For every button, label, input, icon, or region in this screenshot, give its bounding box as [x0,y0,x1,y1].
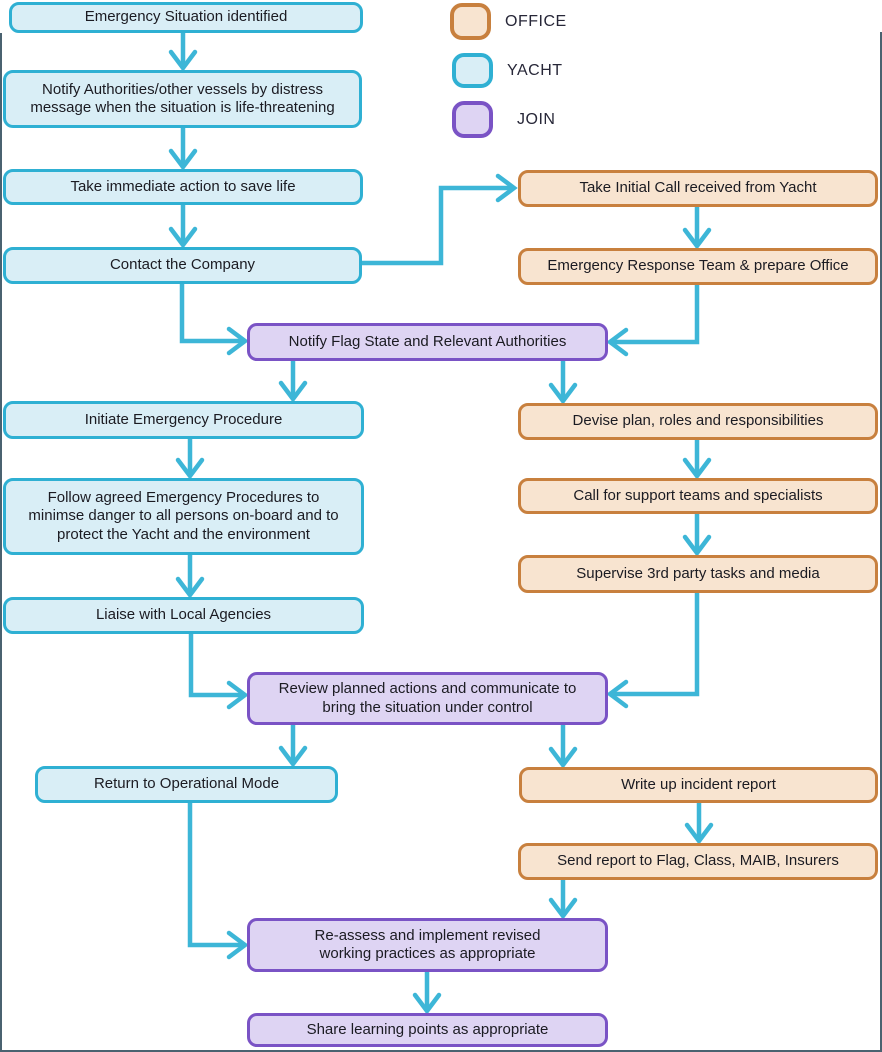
arrowhead-down-icon [278,380,308,403]
legend-item-join: JOIN [452,101,555,138]
node-response-team: Emergency Response Team & prepare Office [518,248,878,285]
arrow-contact-to-initialcall [359,185,513,266]
node-label: Emergency Situation identified [84,8,288,26]
node-label: Devise plan, roles and responsibilities [572,412,824,430]
arrowhead-right-icon [495,173,518,203]
arrowhead-down-icon [168,226,198,249]
arrowhead-down-icon [412,992,442,1015]
arrow-return-to-reassess [187,800,244,948]
office-swatch-icon [450,3,491,40]
arrow-liaise-to-review [188,631,244,698]
arrowhead-down-icon [682,457,712,480]
node-label: Call for support teams and specialists [573,486,823,504]
node-label: Notify Flag State and Relevant Authoriti… [288,332,567,350]
node-notify-authorities: Notify Authorities/other vessels by dist… [3,70,362,128]
node-devise-plan: Devise plan, roles and responsibilities [518,403,878,440]
node-emergency-identified: Emergency Situation identified [9,2,363,33]
arrow-team-to-notifyflag [611,282,700,345]
arrowhead-left-icon [606,679,629,709]
node-immediate-action: Take immediate action to save life [3,169,363,205]
yacht-swatch-icon [452,53,493,88]
arrowhead-right-icon [226,680,249,710]
arrowhead-left-icon [606,327,629,357]
node-label: Review planned actions and communicate t… [278,680,577,716]
node-initiate-procedure: Initiate Emergency Procedure [3,401,364,439]
node-label: Take Initial Call received from Yacht [579,179,817,197]
node-label: Supervise 3rd party tasks and media [576,564,820,582]
legend-item-office: OFFICE [450,3,567,40]
legend-label: OFFICE [505,12,567,30]
arrowhead-down-icon [684,822,714,845]
node-label: Liaise with Local Agencies [95,606,272,624]
arrowhead-down-icon [548,382,578,405]
legend-label: YACHT [507,61,563,79]
arrowhead-down-icon [682,534,712,557]
node-notify-flag: Notify Flag State and Relevant Authoriti… [247,323,608,361]
node-label: Re-assess and implement revised working … [314,926,541,962]
node-follow-procedures: Follow agreed Emergency Procedures to mi… [3,478,364,555]
arrowhead-down-icon [168,49,198,72]
arrow-contact-to-notifyflag [179,281,244,344]
arrowhead-right-icon [226,930,249,960]
arrowhead-down-icon [548,897,578,920]
arrowhead-right-icon [226,326,249,356]
arrowhead-down-icon [682,227,712,250]
node-label: Write up incident report [621,775,776,793]
arrowhead-down-icon [175,457,205,480]
node-share-learning: Share learning points as appropriate [247,1013,608,1047]
page-frame [0,32,882,1052]
arrowhead-down-icon [548,746,578,769]
node-label: Send report to Flag, Class, MAIB, Insure… [557,852,839,870]
node-reassess: Re-assess and implement revised working … [247,918,608,972]
node-label: Contact the Company [109,256,256,274]
arrowhead-down-icon [168,148,198,171]
node-label: Emergency Response Team & prepare Office [547,257,849,275]
join-swatch-icon [452,101,493,138]
node-label: Return to Operational Mode [93,775,280,793]
arrowhead-down-icon [175,576,205,599]
node-contact-company: Contact the Company [3,247,362,284]
node-label: Notify Authorities/other vessels by dist… [30,80,335,116]
node-initial-call: Take Initial Call received from Yacht [518,170,878,207]
node-review-actions: Review planned actions and communicate t… [247,672,608,725]
arrowhead-down-icon [278,745,308,768]
node-write-report: Write up incident report [519,767,878,803]
node-label: Take immediate action to save life [70,177,296,195]
legend-item-yacht: YACHT [452,53,563,88]
legend-label: JOIN [517,110,556,128]
node-liaise-agencies: Liaise with Local Agencies [3,597,364,634]
arrow-supervise-to-review [611,590,700,697]
node-send-report: Send report to Flag, Class, MAIB, Insure… [518,843,878,880]
node-label: Follow agreed Emergency Procedures to mi… [28,489,339,543]
node-supervise-third-party: Supervise 3rd party tasks and media [518,555,878,593]
node-label: Share learning points as appropriate [306,1020,549,1038]
node-label: Initiate Emergency Procedure [84,410,283,428]
node-call-support: Call for support teams and specialists [518,478,878,514]
node-return-operational: Return to Operational Mode [35,766,338,803]
